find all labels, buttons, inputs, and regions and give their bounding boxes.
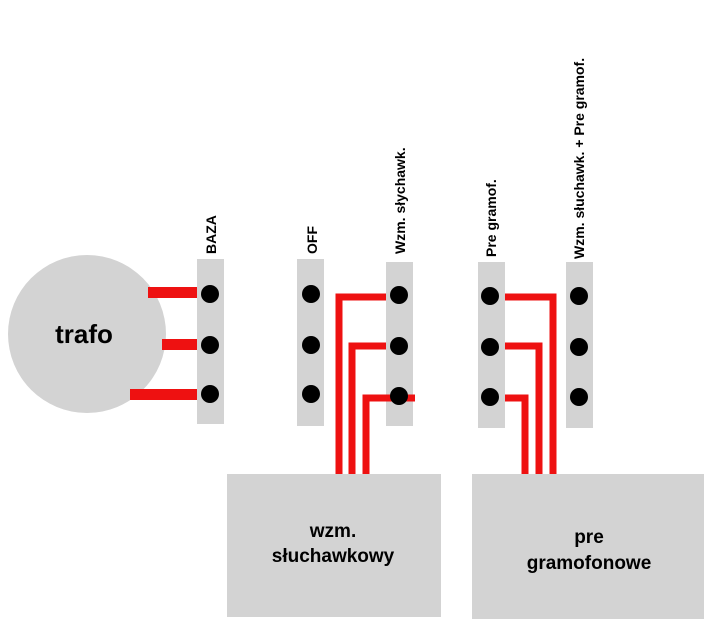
module-wzm-sluchawkowy	[227, 474, 441, 617]
pin-baza-2	[201, 336, 219, 354]
wire-pre-2	[505, 342, 543, 474]
wire-pre-3	[505, 394, 529, 474]
module-pre-line2: gramofonowe	[527, 553, 652, 574]
pin-pre-3	[481, 388, 499, 406]
pin-off-2	[302, 336, 320, 354]
pin-wzm-3	[390, 387, 408, 405]
trafo-wire-1	[148, 287, 200, 298]
trafo-label: trafo	[55, 319, 113, 349]
pin-both-1	[570, 287, 588, 305]
switch-label-pre: Pre gramof.	[483, 179, 499, 257]
pin-off-3	[302, 385, 320, 403]
wire-wzm-2	[348, 342, 386, 474]
module-wzm-line2: słuchawkowy	[272, 546, 395, 567]
module-pre-line1: pre	[574, 527, 604, 548]
pin-baza-3	[201, 385, 219, 403]
pin-pre-1	[481, 287, 499, 305]
switch-label-baza: BAZA	[203, 215, 219, 254]
pin-both-2	[570, 338, 588, 356]
pin-baza-1	[201, 285, 219, 303]
switch-label-off: OFF	[304, 226, 320, 254]
wire-pre-1	[505, 293, 557, 474]
switch-label-both: Wzm. słuchawk. + Pre gramof.	[571, 58, 587, 259]
pin-wzm-1	[390, 286, 408, 304]
pin-both-3	[570, 388, 588, 406]
module-wzm-line1: wzm.	[309, 521, 356, 542]
trafo-wire-3	[130, 389, 200, 400]
trafo-circle	[8, 255, 166, 413]
wire-wzm-1	[335, 293, 386, 474]
switch-label-wzm: Wzm. słychawk.	[392, 147, 408, 254]
pin-wzm-2	[390, 337, 408, 355]
module-pre-gramofonowe	[472, 474, 704, 619]
pin-off-1	[302, 285, 320, 303]
pin-pre-2	[481, 338, 499, 356]
trafo-wire-2	[162, 339, 200, 350]
